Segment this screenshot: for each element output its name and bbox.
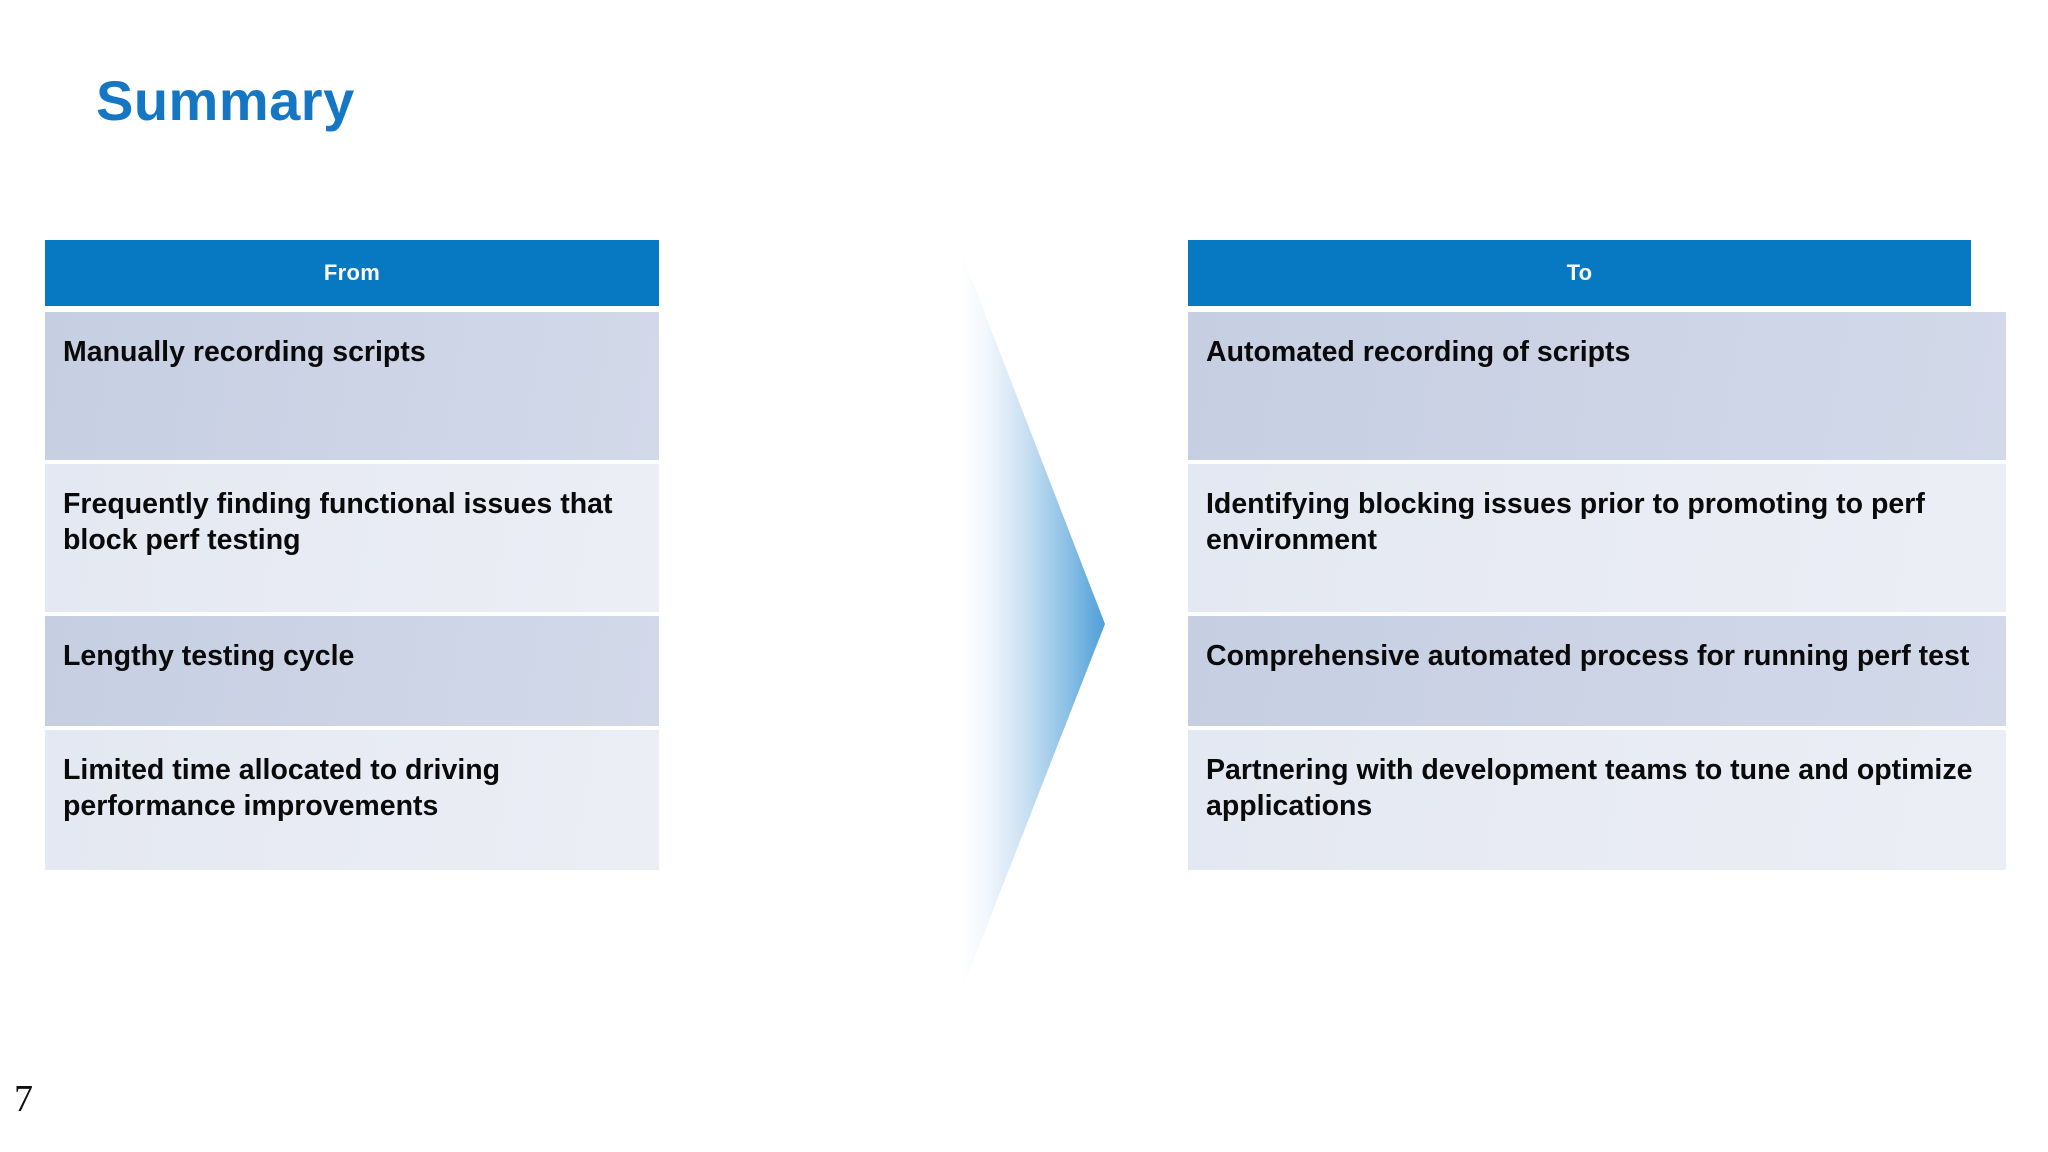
table-row: Comprehensive automated process for runn… bbox=[1188, 616, 2006, 726]
from-table-header: From bbox=[45, 240, 659, 306]
table-row: Limited time allocated to driving perfor… bbox=[45, 730, 659, 870]
table-row: Lengthy testing cycle bbox=[45, 616, 659, 726]
page-number: 7 bbox=[14, 1078, 33, 1120]
table-row: Identifying blocking issues prior to pro… bbox=[1188, 464, 2006, 612]
from-table: From Manually recording scripts Frequent… bbox=[45, 240, 659, 870]
table-row: Manually recording scripts bbox=[45, 312, 659, 460]
page-title: Summary bbox=[96, 69, 355, 132]
right-arrow-icon bbox=[955, 252, 1115, 992]
table-row: Frequently finding functional issues tha… bbox=[45, 464, 659, 612]
table-row: Automated recording of scripts bbox=[1188, 312, 2006, 460]
table-row: Partnering with development teams to tun… bbox=[1188, 730, 2006, 870]
to-table: To Automated recording of scripts Identi… bbox=[1188, 240, 2006, 870]
to-table-rows: Automated recording of scripts Identifyi… bbox=[1188, 312, 2006, 870]
to-table-header: To bbox=[1188, 240, 1971, 306]
from-table-rows: Manually recording scripts Frequently fi… bbox=[45, 312, 659, 870]
